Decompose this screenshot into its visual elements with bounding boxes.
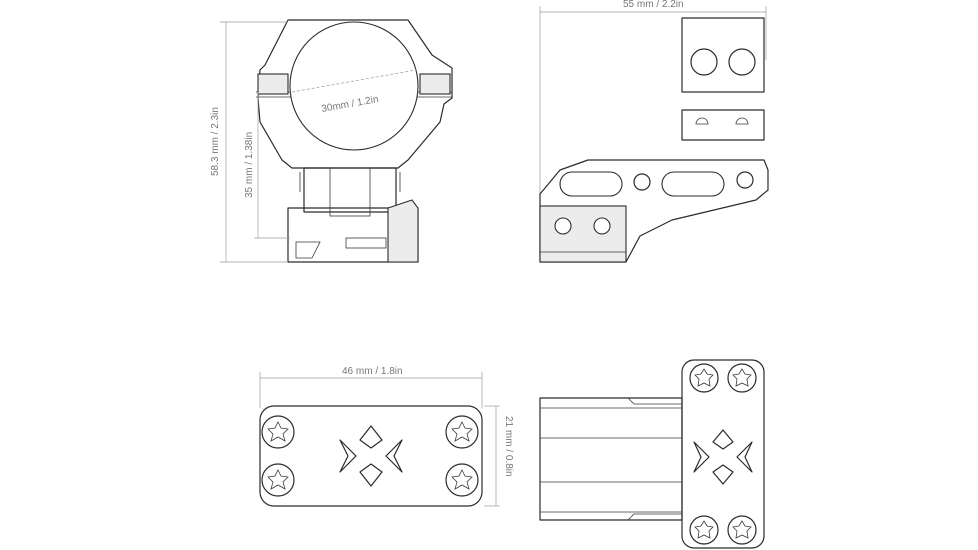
side-slot-left [695,117,709,125]
bottom-torx-top-right [727,363,757,393]
bottom-torx-bottom-right [727,515,757,545]
top-view: 46 mm / 1.8in 21 mm / 0.8in [259,366,514,507]
front-view: 30mm / 1.2in 58.3 mm / 2.3in 35 mm / 1.3… [210,19,453,263]
torx-screw-top-right [445,415,479,449]
logo-emblem [339,425,403,487]
height-overall-label: 58.3 mm / 2.3in [210,107,221,176]
base-length-label: 46 mm / 1.8in [342,366,403,377]
side-arm-slot-right [661,171,725,197]
width-top-label: 55 mm / 2.2in [623,0,684,10]
side-base-screw-left [554,217,572,235]
torx-screw-top-left [261,415,295,449]
side-base-screw-right [593,217,611,235]
bottom-torx-bottom-left [689,515,719,545]
side-arm-hole-right [736,171,754,189]
bottom-plate [681,359,765,549]
rail-dovetail-left [295,241,321,259]
side-arm-slot-left [559,171,623,197]
bottom-view [539,359,765,549]
recoil-lug [345,237,387,249]
side-view: 55 mm / 2.2in [539,0,769,263]
bottom-torx-top-left [689,363,719,393]
bottom-tube [539,397,683,521]
side-ring-lower [681,109,765,141]
bottom-tube-notch-bottom [627,513,682,521]
height-center-label: 35 mm / 1.38in [244,132,255,198]
side-offset-arm [539,159,769,263]
base-width-label: 21 mm / 0.8in [503,416,514,477]
rail-clamp-jaw [387,199,419,263]
bottom-logo-emblem [693,429,753,485]
side-base-block [539,205,627,263]
top-plate [259,405,483,507]
ring-diameter-line [291,69,417,93]
mount-neck-inner [329,167,371,217]
ring-bore [289,21,419,151]
side-cap-screw-right [728,48,756,76]
side-cap-screw-left [690,48,718,76]
side-arm-hole-left [633,173,651,191]
ring-clamp-right [419,73,451,95]
mount-neck [303,167,397,213]
torx-screw-bottom-right [445,463,479,497]
ring-clamp-left [257,73,289,95]
bottom-tube-notch-top [627,397,682,405]
side-slot-right [735,117,749,125]
torx-screw-bottom-left [261,463,295,497]
side-ring-cap [681,17,765,93]
